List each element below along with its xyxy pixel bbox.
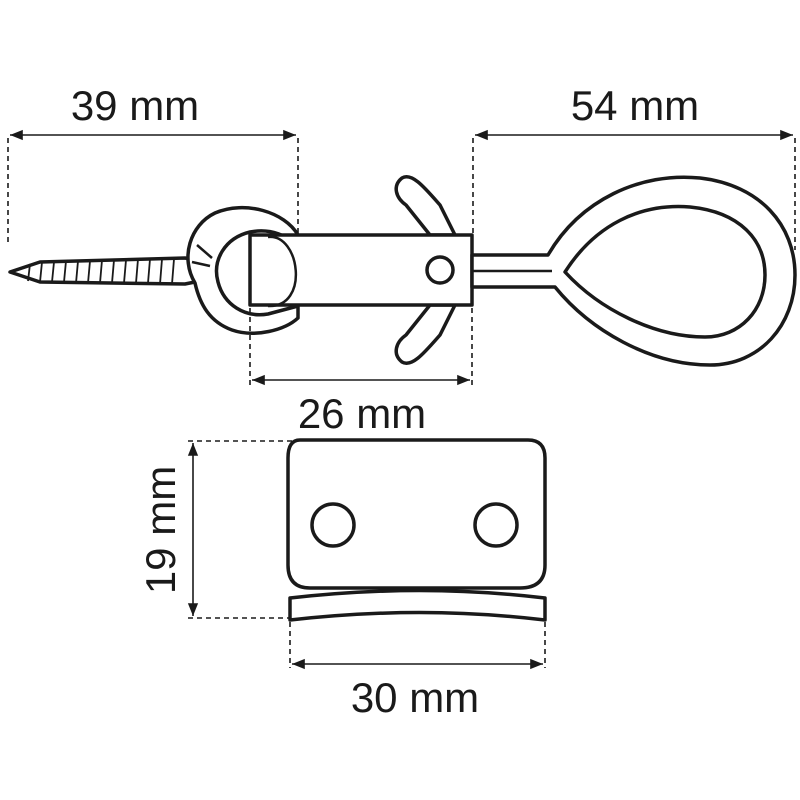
plate-hole-left (310, 502, 356, 548)
dimension-label-54mm: 54 mm (571, 82, 699, 129)
screw-hook (8, 205, 300, 335)
loop-inner (563, 204, 767, 339)
sleeve (248, 233, 474, 308)
plate-hole-right (473, 502, 519, 548)
screw-threads (27, 258, 175, 285)
plate-body (286, 438, 547, 590)
eye-gap-upper (196, 244, 213, 259)
wing-ear-top (394, 175, 457, 237)
dimension-54mm: 54 mm (472, 82, 796, 250)
dimension-label-39mm: 39 mm (71, 82, 199, 129)
dimension-30mm: 30 mm (289, 622, 546, 721)
sleeve-ring-overlap (267, 235, 298, 308)
dimension-39mm: 39 mm (7, 82, 299, 245)
wing-ear-bottom (394, 303, 457, 365)
plate-base-strip (288, 588, 547, 622)
dimension-19mm: 19 mm (137, 440, 298, 619)
screw-eye-ring (186, 205, 300, 335)
mounting-plate (286, 438, 547, 622)
dimension-label-19mm: 19 mm (137, 466, 184, 594)
dimension-label-30mm: 30 mm (351, 674, 479, 721)
dimension-label-26mm: 26 mm (298, 390, 426, 437)
dimension-26mm: 26 mm (249, 308, 473, 437)
eye-gap-lower (191, 260, 211, 268)
sleeve-rivet (425, 255, 455, 285)
teardrop-loop (470, 175, 797, 367)
